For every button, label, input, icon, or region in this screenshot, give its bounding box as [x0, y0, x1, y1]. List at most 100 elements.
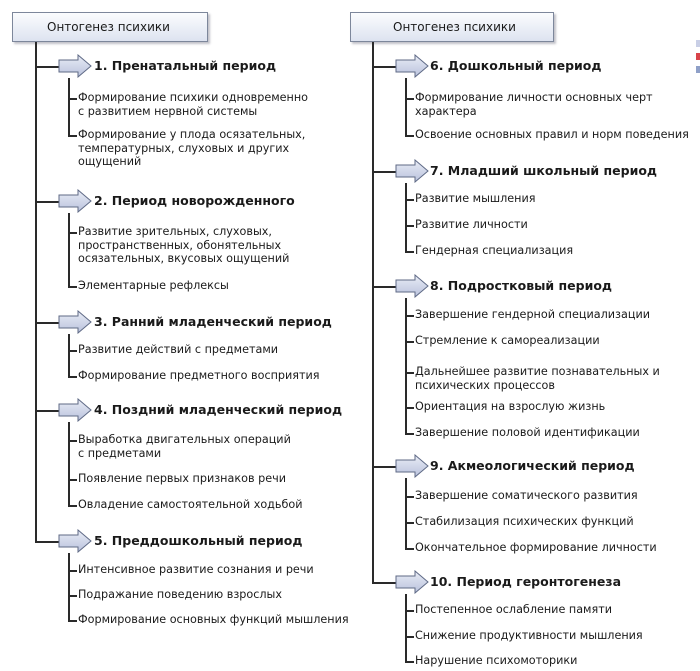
branch-line [405, 594, 407, 662]
period-feature-item: Подражание поведению взрослых [78, 588, 282, 602]
item-line: Стремление к самореализации [415, 334, 600, 347]
item-line: психических процессов [415, 378, 555, 392]
branch-line [405, 78, 407, 136]
branch-line [405, 478, 407, 549]
trunk-line [372, 42, 374, 583]
item-line: Овладение самостоятельной ходьбой [78, 498, 303, 511]
period-feature-item: Стабилизация психических функций [415, 515, 634, 529]
period-connector [35, 410, 62, 412]
item-connector [68, 440, 77, 442]
period-feature-item: Развитие действий с предметами [78, 343, 278, 357]
period-feature-item: Элементарные рефлексы [78, 279, 229, 293]
arrow-icon [58, 529, 92, 553]
item-line: характера [415, 104, 477, 118]
item-connector [405, 225, 414, 227]
item-line: Появление первых признаков речи [78, 472, 286, 485]
item-line: Ориентация на взрослую жизнь [415, 400, 606, 413]
period-feature-item: Окончательное формирование личности [415, 541, 657, 555]
period-feature-item: Развитие мышления [415, 192, 536, 206]
item-line: Завершение соматического развития [415, 489, 638, 502]
period-feature-item: Ориентация на взрослую жизнь [415, 400, 605, 414]
item-connector [405, 372, 414, 374]
branch-line [405, 298, 407, 434]
item-line: Развитие зрительных, слуховых, [78, 225, 272, 238]
item-line: осязательных, вкусовых ощущений [78, 252, 290, 265]
period-label: 5. Преддошкольный период [94, 533, 303, 548]
item-line: Освоение основных правил и норм поведени… [415, 128, 689, 141]
period-feature-item: Нарушение психомоторики [415, 654, 577, 668]
item-connector [405, 315, 414, 317]
period-connector [372, 286, 399, 288]
item-line: Формирование психики одновременно [78, 91, 309, 104]
item-line: Завершение половой идентификации [415, 426, 640, 439]
item-line: с предметами [78, 446, 162, 460]
item-line: Выработка двигательных операций [78, 433, 291, 446]
item-line: Гендерная специализация [415, 244, 574, 257]
period-connector [35, 201, 62, 203]
item-line: Снижение продуктивности мышления [415, 629, 643, 642]
item-line: с развитием нервной системы [78, 104, 258, 118]
item-connector [405, 610, 414, 612]
item-line: Развитие действий с предметами [78, 343, 279, 356]
item-line: Элементарные рефлексы [78, 279, 229, 292]
arrow-icon [58, 310, 92, 334]
item-connector [405, 98, 414, 100]
period-feature-item: Появление первых признаков речи [78, 472, 286, 486]
item-connector [405, 135, 414, 137]
item-line: Развитие мышления [415, 192, 536, 205]
arrow-icon [58, 398, 92, 422]
column-title-left: Онтогенез психики [12, 12, 208, 42]
period-connector [372, 66, 399, 68]
item-connector [68, 479, 77, 481]
period-feature-item: Завершение соматического развития [415, 489, 638, 503]
item-connector [405, 251, 414, 253]
period-label: 10. Период геронтогенеза [430, 574, 622, 589]
item-line: Формирование у плода осязательных, [78, 128, 306, 141]
branch-line [68, 213, 70, 287]
period-label: 7. Младший школьный период [430, 163, 658, 178]
branch-line [405, 183, 407, 252]
period-feature-item: Завершение половой идентификации [415, 426, 640, 440]
item-line: Стабилизация психических функций [415, 515, 634, 528]
arrow-icon [395, 274, 429, 298]
arrow-icon [395, 570, 429, 594]
period-feature-item: Интенсивное развитие сознания и речи [78, 563, 314, 577]
arrow-icon [58, 54, 92, 78]
item-connector [405, 407, 414, 409]
branch-line [68, 553, 70, 621]
period-feature-item: Постепенное ослабление памяти [415, 603, 612, 617]
item-line: ощущений [78, 155, 142, 168]
period-feature-item: Освоение основных правил и норм поведени… [415, 128, 689, 142]
period-connector [35, 66, 62, 68]
item-line: Завершение гендерной специализации [415, 308, 651, 321]
item-connector [405, 199, 414, 201]
period-feature-item: Завершение гендерной специализации [415, 308, 650, 322]
period-connector [35, 541, 62, 543]
item-connector [405, 496, 414, 498]
period-label: 8. Подростковый период [430, 278, 613, 293]
column-title-right: Онтогенез психики [350, 12, 554, 42]
item-connector [68, 570, 77, 572]
branch-line [68, 334, 70, 377]
item-line: Постепенное ослабление памяти [415, 603, 613, 616]
period-feature-item: Формирование предметного восприятия [78, 369, 320, 383]
item-connector [68, 350, 77, 352]
period-connector [372, 171, 399, 173]
arrow-icon [395, 54, 429, 78]
item-connector [68, 505, 77, 507]
item-connector [68, 376, 77, 378]
period-label: 9. Акмеологический период [430, 458, 635, 473]
period-connector [372, 466, 399, 468]
item-line: Дальнейшее развитие познавательных и [415, 365, 660, 378]
period-feature-item: Формирование у плода осязательных,темпер… [78, 128, 305, 169]
item-line: Подражание поведению взрослых [78, 588, 282, 601]
branch-line [68, 78, 70, 136]
item-connector [405, 522, 414, 524]
period-feature-item: Гендерная специализация [415, 244, 573, 258]
period-label: 3. Ранний младенческий период [94, 314, 332, 329]
